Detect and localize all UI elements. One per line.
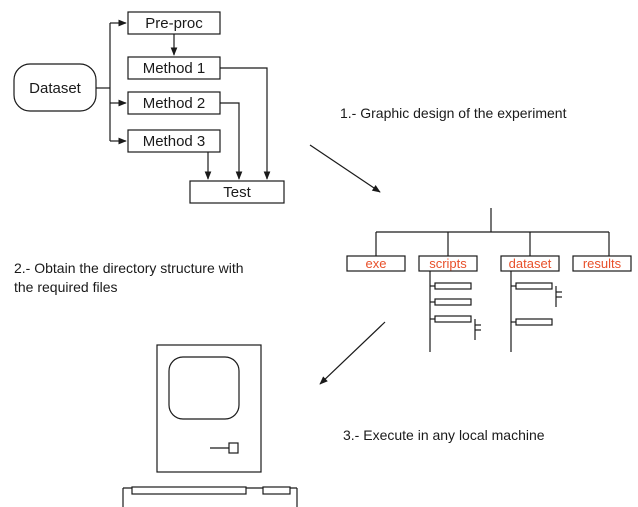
flow-diagram: Dataset Pre-proc Method 1 Method 2 Metho…	[13, 11, 285, 204]
method3-node	[127, 129, 221, 153]
dataset-node	[13, 63, 97, 112]
file-icon	[515, 282, 553, 290]
power-button	[228, 442, 239, 454]
preproc-label: Pre-proc	[145, 15, 203, 32]
directory-tree: exe scripts dataset results	[346, 208, 632, 352]
file-icon	[515, 318, 553, 326]
file-icon	[434, 298, 472, 306]
method2-label: Method 2	[143, 95, 206, 112]
method3-label: Method 3	[143, 133, 206, 150]
folder-scripts	[418, 255, 478, 272]
method1-label: Method 1	[143, 60, 206, 77]
folder-exe	[346, 255, 406, 272]
test-node	[189, 180, 285, 204]
method2-node	[127, 91, 221, 115]
computer-icon	[122, 344, 298, 507]
keyboard	[131, 486, 247, 495]
folder-exe-label: exe	[366, 256, 387, 271]
folder-results	[572, 255, 632, 272]
screen	[168, 356, 240, 420]
connector-method2-test	[220, 102, 243, 180]
mouse	[262, 486, 291, 495]
method1-node	[127, 56, 221, 80]
step2-caption: 2.- Obtain the directory structure with …	[14, 260, 244, 295]
file-icon	[434, 315, 472, 323]
step1-caption: 1.- Graphic design of the experiment	[340, 105, 567, 121]
folder-results-label: results	[583, 256, 622, 271]
preproc-node	[127, 11, 221, 35]
step3-caption: 3.- Execute in any local machine	[343, 427, 545, 443]
folder-dataset	[500, 255, 560, 272]
arrow-icon	[309, 144, 381, 193]
test-label: Test	[223, 184, 251, 201]
folder-scripts-label: scripts	[429, 256, 467, 271]
file-icon	[434, 282, 472, 290]
dataset-label: Dataset	[29, 80, 82, 97]
folder-dataset-label: dataset	[509, 256, 552, 271]
connector-method1-test	[220, 67, 271, 180]
arrow-icon	[319, 321, 386, 385]
